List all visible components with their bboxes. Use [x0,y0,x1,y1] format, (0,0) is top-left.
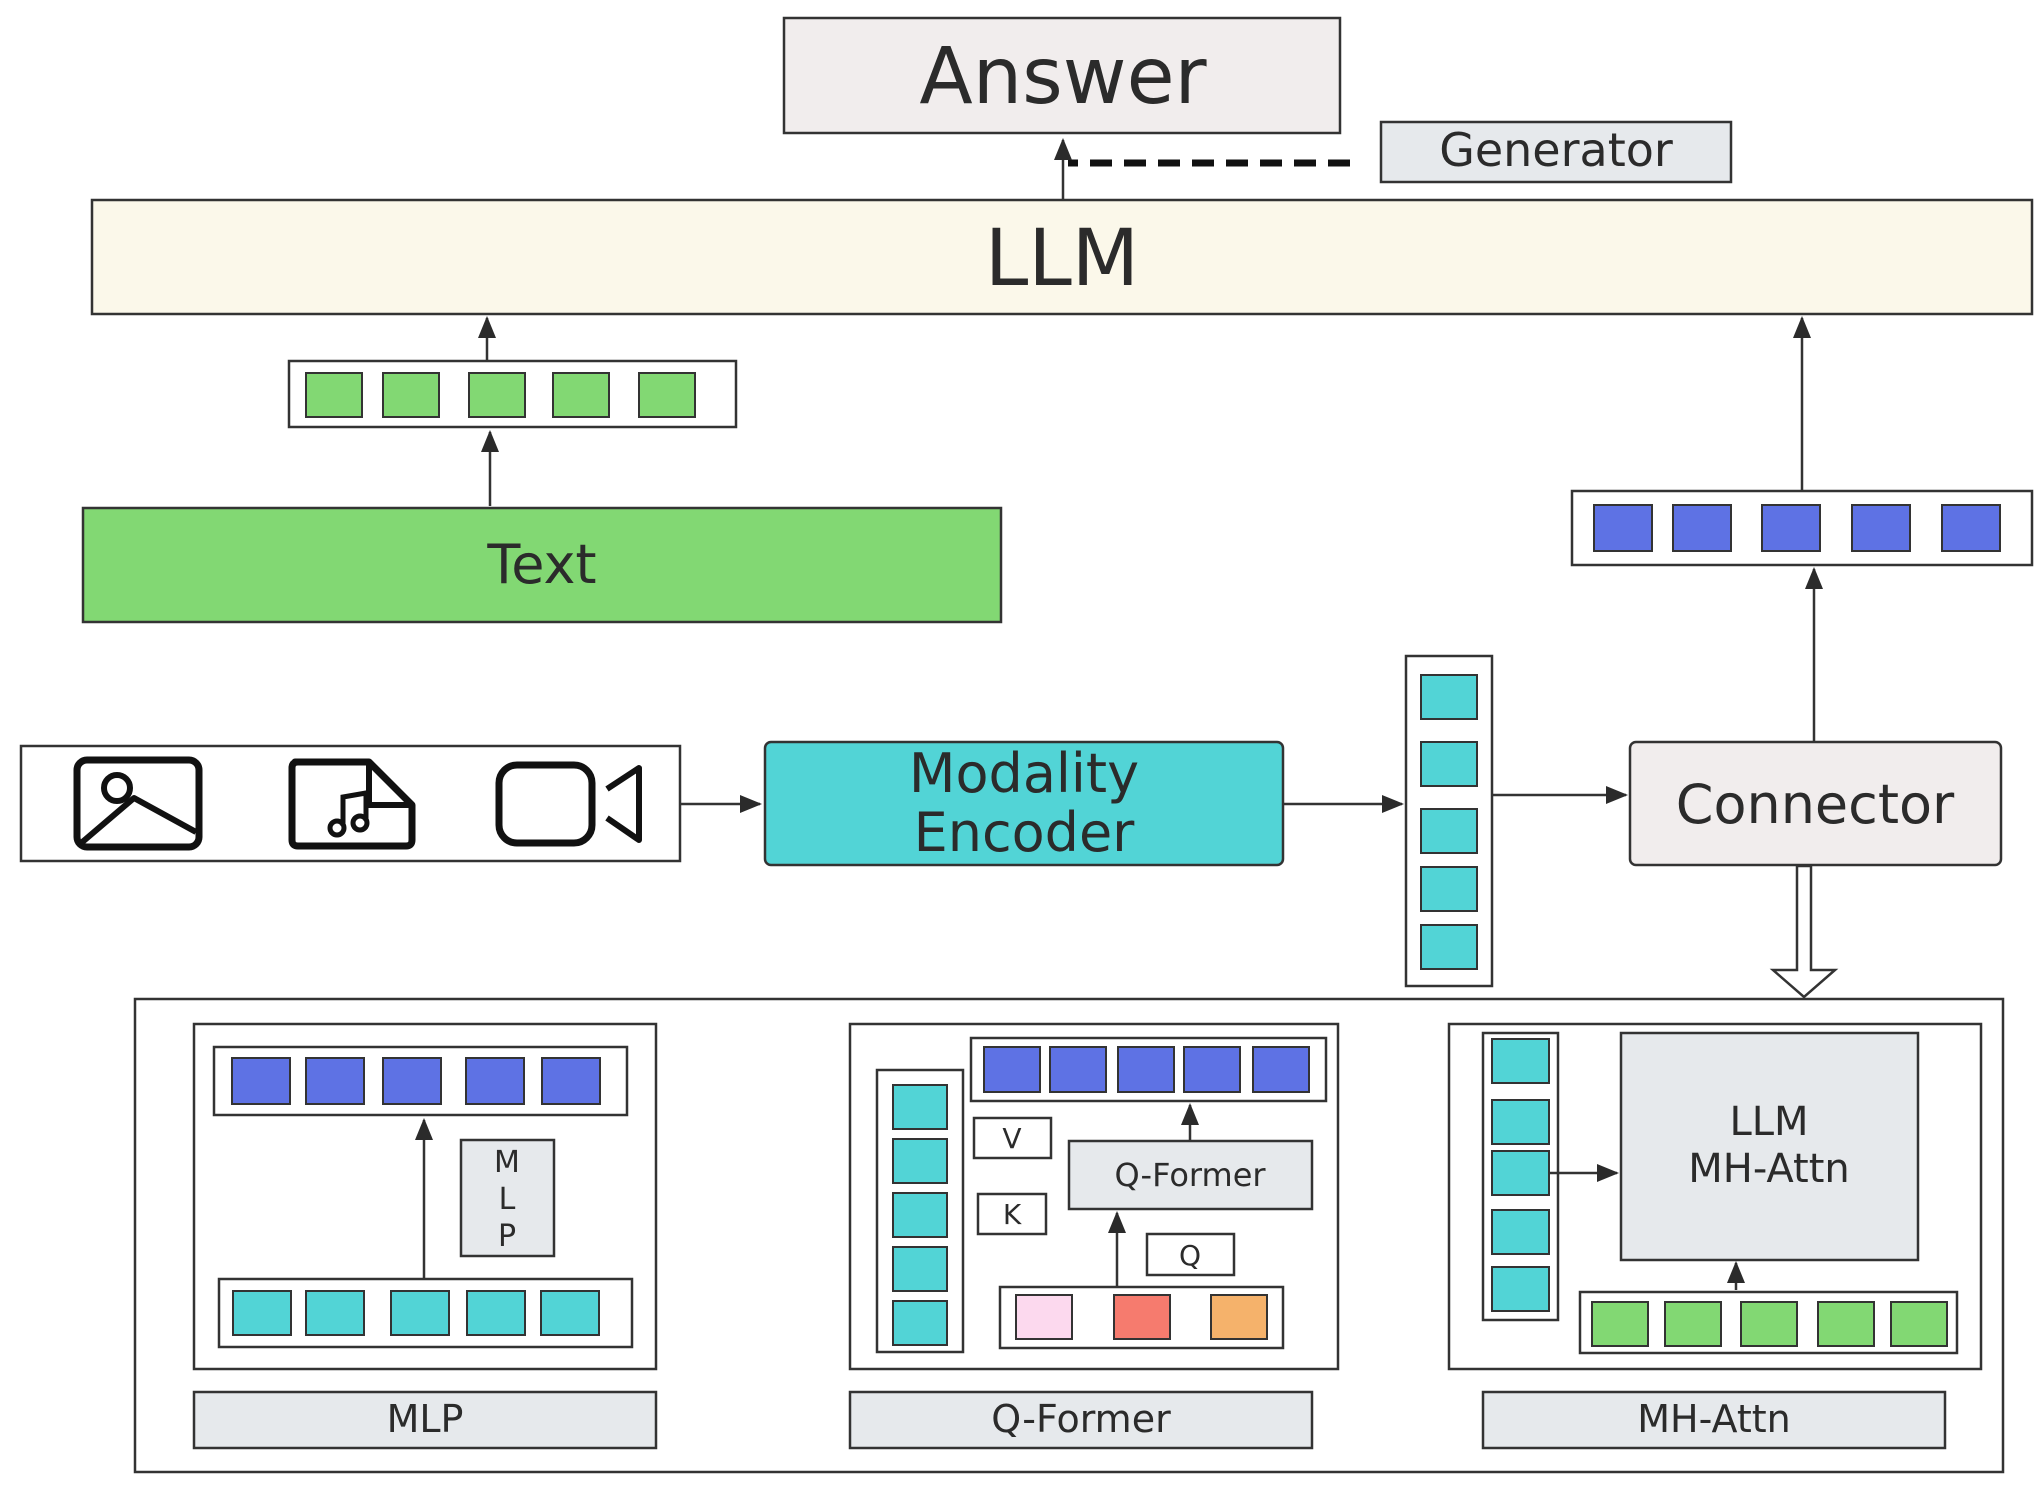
mlp-output-token [541,1057,601,1105]
mlp-input-token [466,1290,526,1336]
encoder-feature-stack [1404,654,1494,988]
qformer-query-token [1210,1294,1268,1340]
qformer-output-token [1049,1046,1107,1093]
mlp-block-p: P [498,1219,516,1254]
visual-token [1941,504,2001,552]
qformer-caption: Q-Former [848,1390,1314,1450]
answer-node: Answer [782,16,1342,135]
image-icon [73,756,203,851]
qformer-feature-token [892,1246,948,1292]
mlp-panel: M L P [192,1022,658,1371]
qformer-caption-label: Q-Former [991,1397,1171,1441]
mlp-input-token [305,1290,365,1336]
llm-label: LLM [985,214,1139,304]
connector-expand-arrow [1769,864,1839,999]
qformer-query-token [1113,1294,1171,1340]
mhattn-feature-token [1491,1150,1550,1196]
qformer-q-box [1145,1232,1236,1277]
mlp-caption-label: MLP [387,1397,464,1441]
qformer-q-label: Q [1179,1239,1201,1272]
qformer-output-token [1117,1046,1175,1093]
video-camera-icon [495,761,642,847]
qformer-output-token [983,1046,1041,1093]
qformer-query-token [1015,1294,1073,1340]
modality-encoder-node: Modality Encoder [763,740,1285,867]
qformer-v-box [972,1116,1053,1160]
qformer-output-token [1252,1046,1310,1093]
mlp-input-token [232,1290,292,1336]
qformer-output-token [1183,1046,1241,1093]
connector-output-token-strip [1570,489,2034,567]
feature-token [1420,741,1478,787]
generator-label: Generator [1439,123,1673,177]
mlp-output-token [231,1057,291,1105]
text-token [552,372,610,418]
mlp-block-l: L [499,1182,516,1217]
visual-token [1672,504,1732,552]
mlp-output-token [465,1057,525,1105]
mhattn-feature-token [1491,1266,1550,1312]
qformer-feature-token [892,1084,948,1130]
mhattn-feature-token [1491,1099,1550,1145]
answer-label: Answer [919,32,1207,122]
qformer-k-box [976,1192,1048,1236]
mhattn-block-line2: MH-Attn [1688,1146,1850,1192]
mlp-output-token [382,1057,442,1105]
feature-token [1420,866,1478,912]
mlp-input-token [390,1290,450,1336]
visual-token [1761,504,1821,552]
mhattn-block-line1: LLM [1729,1099,1808,1145]
mlp-output-token [305,1057,365,1105]
qformer-feature-token [892,1192,948,1238]
qformer-k-label: K [1003,1198,1022,1231]
mlp-block [459,1138,556,1258]
modality-encoder-line1: Modality [909,742,1139,805]
mhattn-feature-token [1491,1038,1550,1084]
mhattn-caption-label: MH-Attn [1637,1397,1790,1441]
text-token [468,372,526,418]
qformer-block-label: Q-Former [1114,1156,1266,1194]
mhattn-panel: LLM MH-Attn [1447,1022,1983,1371]
mlp-block-m: M [494,1145,520,1180]
mhattn-text-token [1664,1301,1722,1347]
mhattn-block [1619,1031,1920,1262]
feature-token [1420,808,1478,854]
text-token-strip [287,359,738,429]
qformer-panel: V K Q-Former Q [848,1022,1340,1371]
text-node: Text [81,506,1003,624]
mlp-input-token [540,1290,600,1336]
audio-file-icon [288,758,416,850]
qformer-v-label: V [1002,1122,1021,1155]
qformer-feature-token [892,1300,948,1346]
mhattn-text-token [1817,1301,1875,1347]
visual-token [1593,504,1653,552]
qformer-feature-token [892,1138,948,1184]
mlp-caption: MLP [192,1390,658,1450]
text-token [305,372,363,418]
text-label: Text [486,533,596,596]
text-token [638,372,696,418]
text-token [382,372,440,418]
modality-encoder-line2: Encoder [914,801,1136,864]
input-modalities-box [19,744,682,863]
visual-token [1851,504,1911,552]
mhattn-feature-token [1491,1209,1550,1255]
connector-node: Connector [1628,740,2003,867]
feature-token [1420,674,1478,720]
generator-node: Generator [1379,120,1733,184]
feature-token [1420,924,1478,970]
mhattn-text-token [1890,1301,1948,1347]
mhattn-text-token [1740,1301,1798,1347]
mhattn-text-token [1591,1301,1649,1347]
llm-node: LLM [90,198,2034,316]
connector-label: Connector [1676,773,1955,836]
mhattn-caption: MH-Attn [1481,1390,1947,1450]
